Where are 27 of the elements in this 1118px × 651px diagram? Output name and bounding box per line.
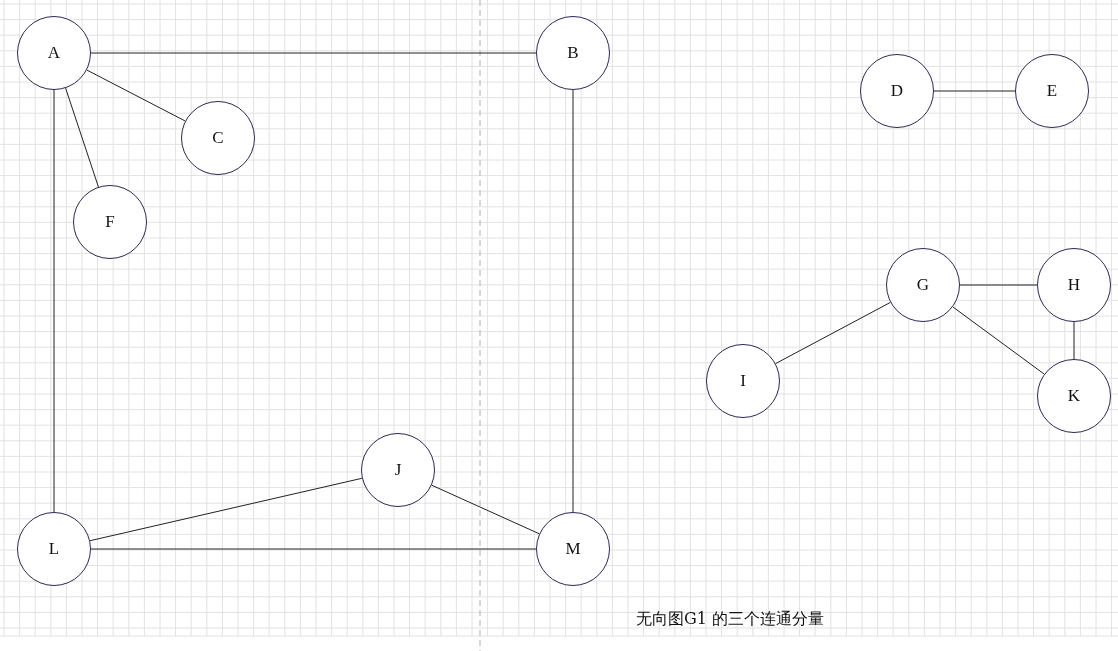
caption: 无向图G1 的三个连通分量 (636, 609, 825, 630)
vertex-circle: B (536, 16, 610, 90)
vertex-circle: C (181, 101, 255, 175)
edge-line (959, 284, 1038, 286)
edge-line (90, 548, 537, 550)
edge-line (65, 87, 99, 188)
edge-line (1073, 321, 1075, 360)
edge-line (933, 90, 1016, 92)
vertex-circle: L (17, 512, 91, 586)
vertex-circle: A (17, 16, 91, 90)
edge-line (952, 306, 1045, 375)
vertex-circle: J (361, 433, 435, 507)
edge-line (89, 477, 363, 542)
edge-line (53, 89, 55, 513)
edge-line (431, 484, 540, 535)
vertex-circle: I (706, 344, 780, 418)
vertex-circle: F (73, 185, 147, 259)
vertex-circle: D (860, 54, 934, 128)
vertex-circle: E (1015, 54, 1089, 128)
edge-line (775, 301, 891, 365)
vertex-circle: H (1037, 248, 1111, 322)
edge-line (86, 69, 186, 122)
vertex-circle: M (536, 512, 610, 586)
edge-line (90, 52, 537, 54)
vertex-circle: G (886, 248, 960, 322)
vertex-circle: K (1037, 359, 1111, 433)
edge-line (572, 89, 574, 513)
